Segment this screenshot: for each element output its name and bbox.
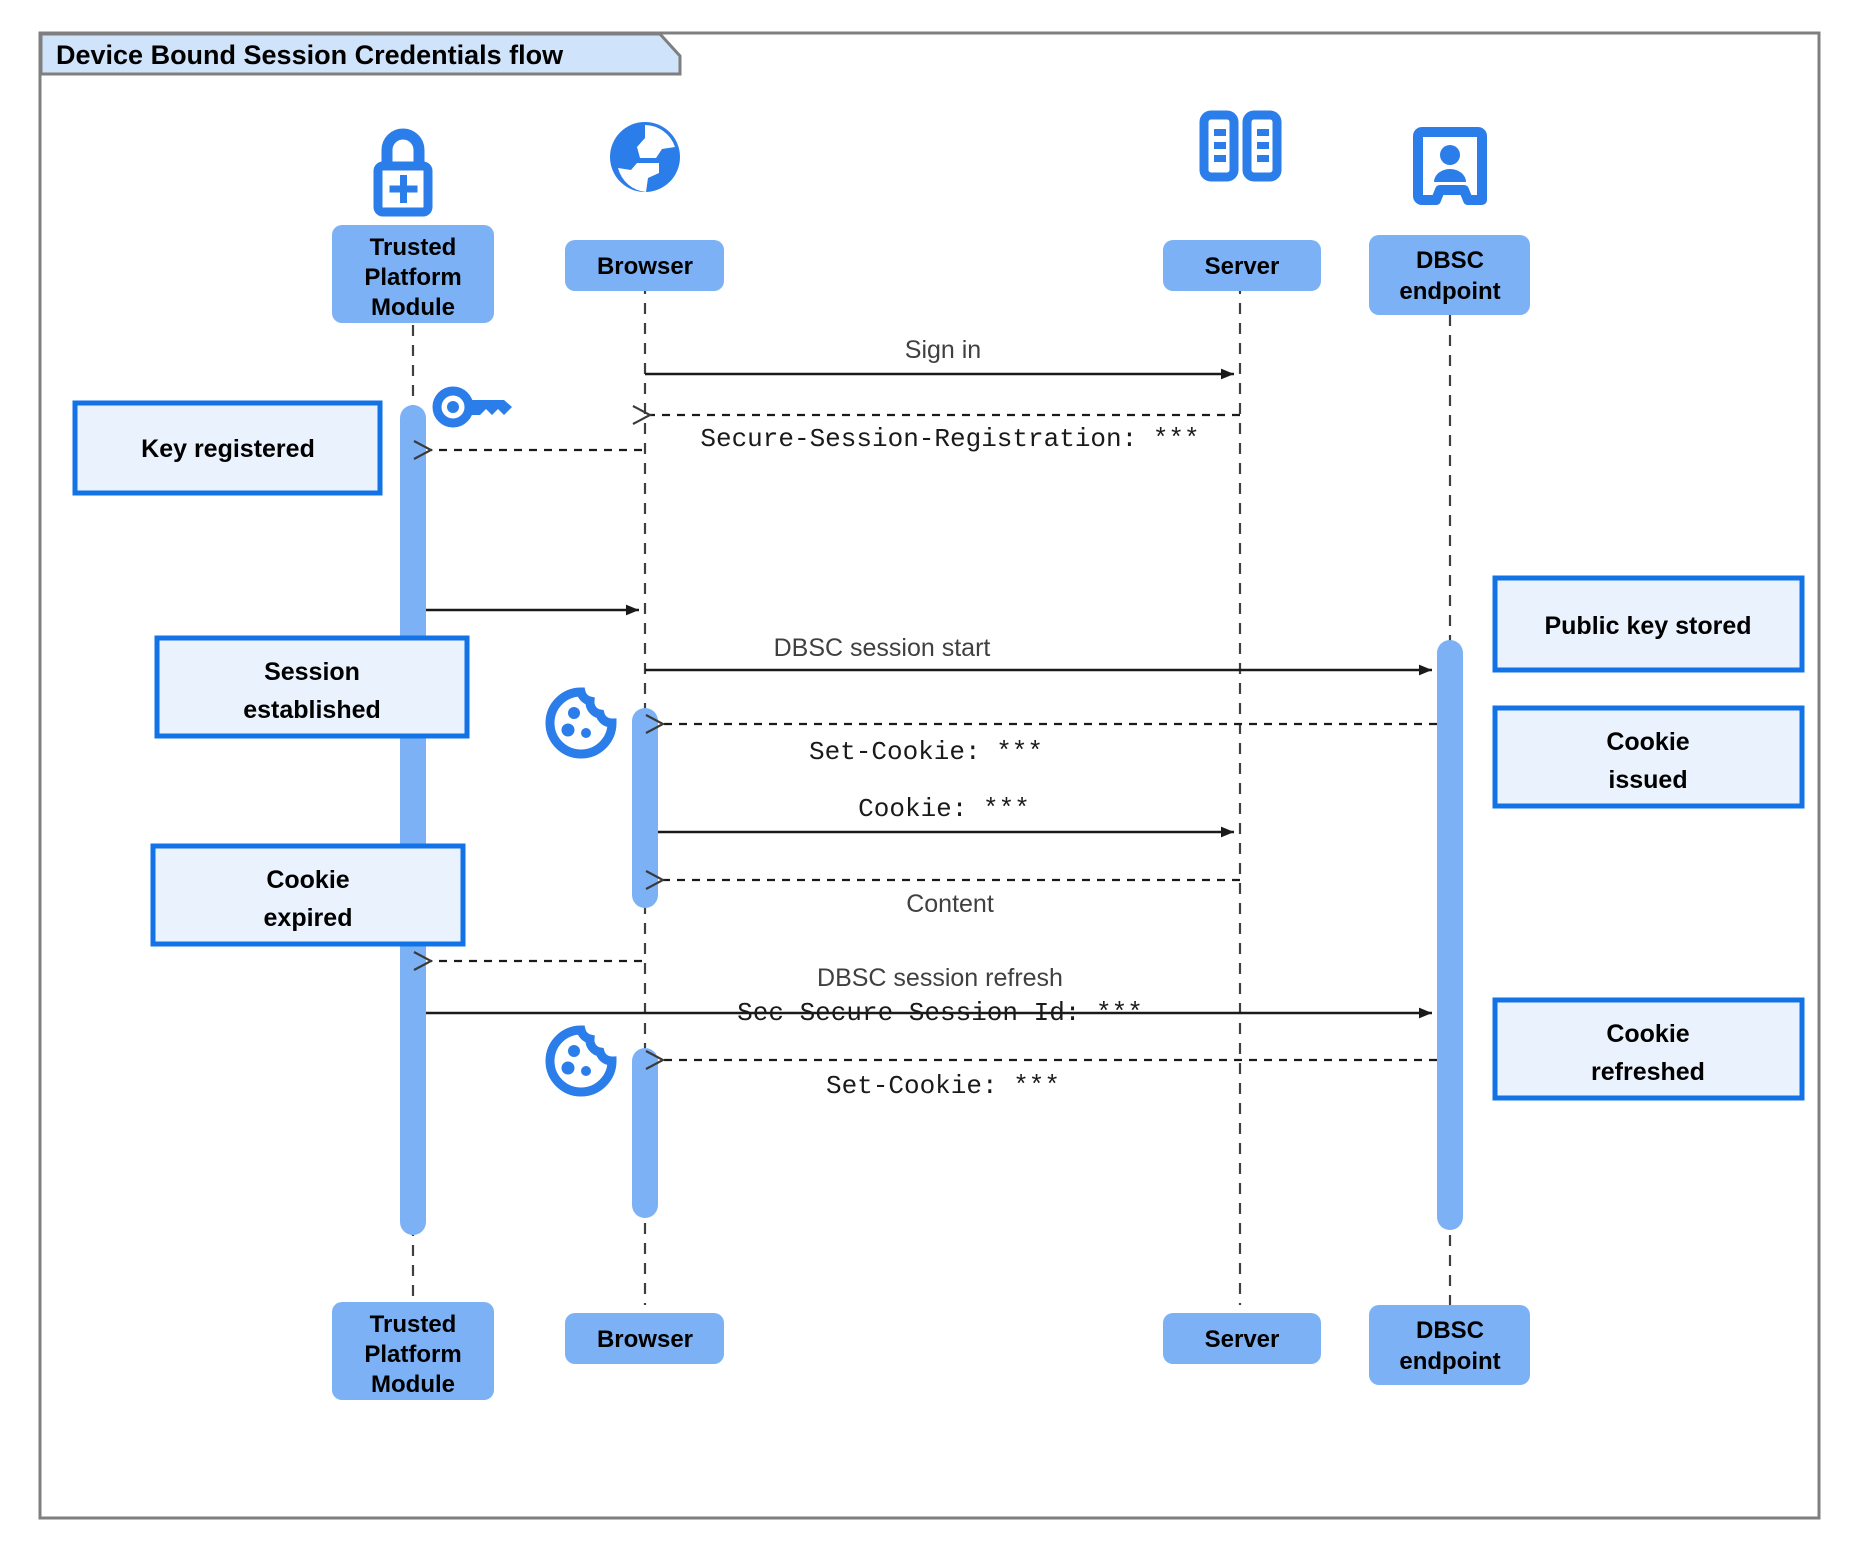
padlock-plus-icon — [373, 128, 433, 217]
message-dbsc-session-start: DBSC session start — [645, 634, 1432, 676]
participant-label-line1: Browser — [597, 1326, 693, 1353]
message-label: DBSC session start — [774, 634, 991, 662]
activation-bar-dbsc — [1437, 640, 1463, 1230]
participant-box — [332, 1302, 494, 1400]
note-text-line1: Cookie — [1606, 728, 1689, 756]
note-box — [1492, 997, 1805, 1101]
activation-bar-browser-2 — [632, 1048, 658, 1218]
message-label: Content — [906, 890, 994, 918]
participant-box — [332, 225, 494, 323]
participant-label-line1: Server — [1205, 253, 1280, 280]
key-icon — [432, 386, 512, 428]
server-rack-icon — [1199, 110, 1282, 182]
note-text-line1: Key registered — [141, 435, 315, 463]
diagram-title: Device Bound Session Credentials flow — [56, 40, 564, 70]
message-label: Set-Cookie: *** — [826, 1071, 1060, 1101]
note-text-line1: Session — [264, 658, 360, 686]
diagram-frame — [38, 31, 1821, 1520]
cookie-icon — [545, 1025, 617, 1097]
participant-bottom-tpm[interactable]: Trusted Platform Module — [332, 1302, 494, 1400]
participant-label-line2: Platform — [364, 264, 461, 291]
participant-label-line3: Module — [371, 1371, 455, 1398]
participant-bottom-browser[interactable]: Browser — [565, 1313, 724, 1364]
participant-box — [1163, 240, 1321, 291]
message-label: Sign in — [905, 336, 981, 364]
note-session-established: Session established — [154, 635, 470, 739]
participant-label-line1: Trusted — [370, 234, 457, 261]
activation-bar-browser-1 — [632, 708, 658, 908]
note-text-line1: Public key stored — [1544, 612, 1751, 640]
participant-label-line2: endpoint — [1399, 1348, 1500, 1375]
note-box — [72, 400, 383, 496]
note-box — [1492, 705, 1805, 809]
participant-box — [565, 240, 724, 291]
note-text-line1: Cookie — [266, 866, 349, 894]
participant-label-line2: Platform — [364, 1341, 461, 1368]
participant-label-line1: Browser — [597, 253, 693, 280]
message-label-line1: DBSC session refresh — [817, 964, 1063, 992]
note-public-key-stored: Public key stored — [1492, 575, 1805, 673]
activation-bar-tpm — [400, 405, 426, 1235]
participant-label-line1: Trusted — [370, 1311, 457, 1338]
note-text-line2: expired — [264, 904, 353, 932]
participant-box — [565, 1313, 724, 1364]
participant-bottom-server[interactable]: Server — [1163, 1313, 1321, 1364]
id-badge-icon — [1413, 127, 1487, 205]
message-secure-session-registration: Secure-Session-Registration: *** — [650, 415, 1240, 454]
note-cookie-expired: Cookie expired — [150, 843, 466, 947]
note-key-registered: Key registered — [72, 400, 383, 496]
participant-label-line1: DBSC — [1416, 1317, 1484, 1344]
globe-icon — [610, 122, 680, 192]
participant-label-line1: Server — [1205, 1326, 1280, 1353]
participant-box — [1369, 1305, 1530, 1385]
participant-label-line1: DBSC — [1416, 247, 1484, 274]
participant-bottom-dbsc[interactable]: DBSC endpoint — [1369, 1305, 1530, 1385]
message-dbsc-session-refresh: DBSC session refresh Sec-Secure-Session-… — [426, 964, 1432, 1028]
message-label: Cookie: *** — [858, 794, 1030, 824]
note-text-line2: refreshed — [1591, 1058, 1705, 1086]
message-cookie-request: Cookie: *** — [658, 794, 1234, 838]
note-text-line2: issued — [1608, 766, 1687, 794]
participant-label-line3: Module — [371, 294, 455, 321]
note-cookie-issued: Cookie issued — [1492, 705, 1805, 809]
message-label: Set-Cookie: *** — [809, 737, 1043, 767]
message-set-cookie-1: Set-Cookie: *** — [663, 724, 1437, 767]
participant-label-line2: endpoint — [1399, 278, 1500, 305]
note-cookie-refreshed: Cookie refreshed — [1492, 997, 1805, 1101]
note-text-line1: Cookie — [1606, 1020, 1689, 1048]
participant-box — [1163, 1313, 1321, 1364]
participant-top-server[interactable]: Server — [1163, 240, 1321, 291]
note-box — [154, 635, 470, 739]
message-content: Content — [663, 880, 1240, 918]
message-label: Secure-Session-Registration: *** — [700, 424, 1199, 454]
participant-top-tpm[interactable]: Trusted Platform Module — [332, 225, 494, 323]
note-box — [150, 843, 466, 947]
note-box — [1492, 575, 1805, 673]
note-text-line2: established — [243, 696, 381, 724]
participant-box — [1369, 235, 1530, 315]
cookie-icon — [545, 687, 617, 759]
title-tab-shape — [39, 32, 682, 76]
message-set-cookie-2: Set-Cookie: *** — [663, 1060, 1437, 1101]
participant-top-browser[interactable]: Browser — [565, 240, 724, 291]
participant-top-dbsc[interactable]: DBSC endpoint — [1369, 235, 1530, 315]
message-sign-in: Sign in — [645, 336, 1234, 380]
